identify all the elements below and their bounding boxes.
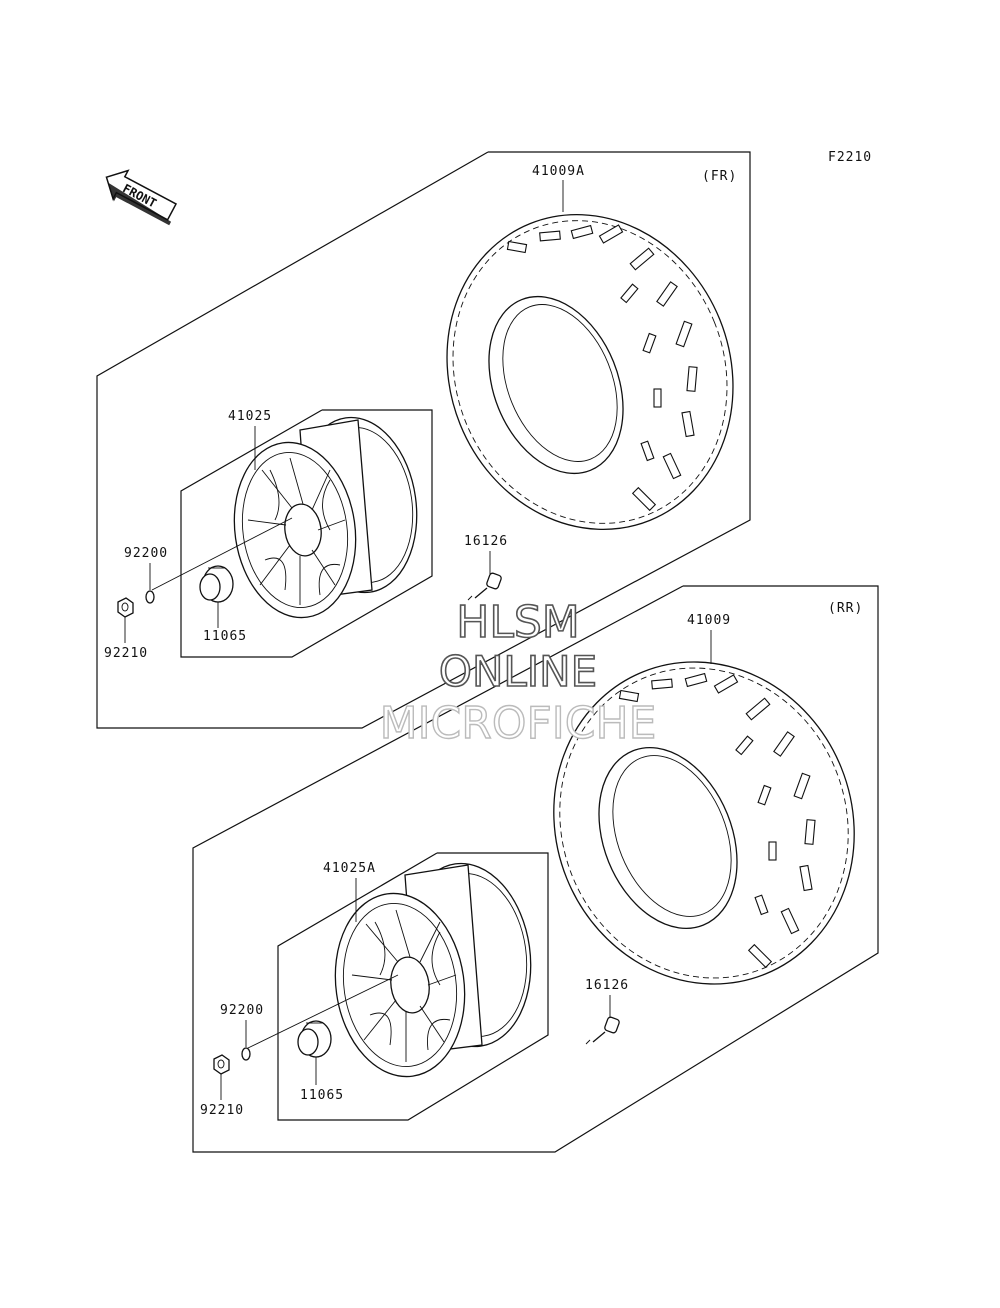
front-wheel-frame	[180, 409, 433, 658]
rear-frame	[192, 585, 879, 1153]
front-nut-label: 92210	[104, 646, 148, 661]
rear-tire-tread	[618, 672, 816, 969]
front-frame	[96, 151, 751, 729]
rear-nut-label: 92210	[200, 1103, 244, 1118]
watermark-line1: HLSM	[456, 597, 580, 648]
rear-washer-label: 92200	[220, 1003, 264, 1018]
front-section: (FR)	[96, 151, 751, 729]
watermark-line3: MICROFICHE	[380, 698, 657, 749]
front-valve-label: 16126	[464, 534, 508, 549]
front-hub-cap	[199, 565, 234, 603]
front-tag: (FR)	[702, 169, 737, 184]
rear-tire	[553, 661, 855, 985]
front-washer-label: 92200	[124, 546, 168, 561]
rear-tag: (RR)	[828, 601, 863, 616]
rear-section: (RR)	[192, 585, 879, 1153]
rear-tire-label: 41009	[687, 613, 731, 628]
front-wheel-label: 41025	[228, 409, 272, 424]
front-tire-label: 41009A	[532, 164, 585, 179]
rear-valve	[585, 1016, 620, 1045]
rear-hub-cap-label: 11065	[300, 1088, 344, 1103]
front-arrow-icon: FRONT	[105, 169, 178, 226]
figure-code: F2210	[828, 150, 872, 165]
rear-valve-label: 16126	[585, 978, 629, 993]
rear-nut	[213, 1054, 230, 1075]
rear-wheel-label: 41025A	[323, 861, 376, 876]
rear-wheel-frame	[277, 852, 549, 1121]
front-tire-tread	[506, 224, 698, 512]
rear-washer	[241, 1047, 251, 1061]
watermark: HLSM ONLINE MICROFICHE	[379, 596, 657, 750]
rear-hub-cap	[297, 1020, 332, 1058]
rear-wheel	[334, 862, 532, 1078]
front-nut	[117, 597, 134, 618]
front-tire	[446, 214, 734, 530]
front-hub-cap-label: 11065	[203, 629, 247, 644]
front-wheel	[233, 416, 418, 619]
watermark-line2: ONLINE	[439, 647, 597, 696]
front-valve	[467, 572, 502, 601]
front-washer	[145, 590, 155, 604]
